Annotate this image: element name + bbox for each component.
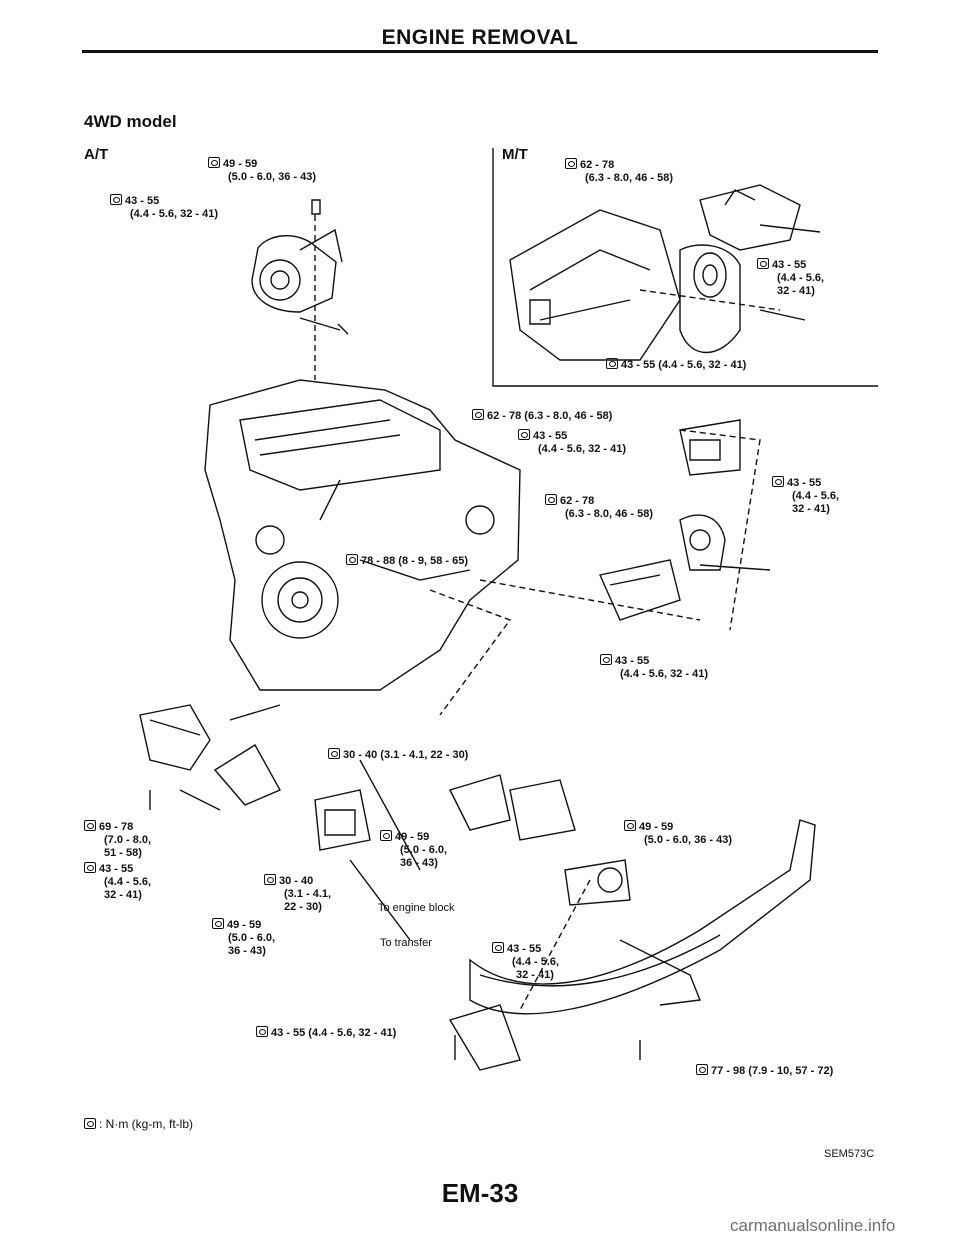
note-to-transfer: To transfer	[380, 937, 432, 949]
title-rule	[82, 50, 878, 53]
torque-wrench-icon	[757, 258, 769, 269]
torque-label-mid-a: 62 - 78 (6.3 - 8.0, 46 - 58)	[472, 409, 612, 423]
torque-wrench-icon	[472, 409, 484, 420]
torque-label-low-f: 43 - 55(4.4 - 5.6,32 - 41)	[492, 942, 559, 982]
torque-wrench-icon	[624, 820, 636, 831]
torque-label-mid-c: 43 - 55(4.4 - 5.6,32 - 41)	[772, 476, 839, 516]
torque-label-low-e: 49 - 59(5.0 - 6.0, 36 - 43)	[624, 820, 732, 847]
torque-label-mt-right: 43 - 55(4.4 - 5.6,32 - 41)	[757, 258, 824, 298]
torque-label-at-upper: 49 - 59(5.0 - 6.0, 36 - 43)	[208, 157, 316, 184]
torque-label-mt-top: 62 - 78(6.3 - 8.0, 46 - 58)	[565, 158, 673, 185]
torque-wrench-icon	[518, 429, 530, 440]
torque-wrench-icon	[600, 654, 612, 665]
torque-label-mid-e: 43 - 55(4.4 - 5.6, 32 - 41)	[600, 654, 708, 681]
torque-label-low-c: 30 - 40(3.1 - 4.1,22 - 30)	[264, 874, 331, 914]
torque-wrench-icon	[208, 157, 220, 168]
page-title: ENGINE REMOVAL	[381, 26, 579, 49]
torque-wrench-icon	[212, 918, 224, 929]
torque-wrench-icon	[380, 830, 392, 841]
torque-wrench-icon	[84, 1118, 96, 1129]
torque-label-low-b: 49 - 59(5.0 - 6.0,36 - 43)	[380, 830, 447, 870]
torque-legend: : N·m (kg-m, ft-lb)	[84, 1118, 193, 1131]
torque-wrench-icon	[772, 476, 784, 487]
torque-wrench-icon	[565, 158, 577, 169]
torque-wrench-icon	[346, 554, 358, 565]
torque-wrench-icon	[696, 1064, 708, 1075]
torque-label-mid-d: 62 - 78(6.3 - 8.0, 46 - 58)	[545, 494, 653, 521]
torque-label-mt-bottom: 43 - 55 (4.4 - 5.6, 32 - 41)	[606, 358, 746, 372]
note-to-engine-block: To engine block	[378, 902, 455, 914]
torque-label-low-d: 49 - 59(5.0 - 6.0,36 - 43)	[212, 918, 275, 958]
torque-label-low-h: 77 - 98 (7.9 - 10, 57 - 72)	[696, 1064, 833, 1078]
model-heading: 4WD model	[84, 112, 177, 131]
torque-wrench-icon	[545, 494, 557, 505]
torque-label-at-left: 43 - 55(4.4 - 5.6, 32 - 41)	[110, 194, 218, 221]
torque-label-mid-b: 43 - 55(4.4 - 5.6, 32 - 41)	[518, 429, 626, 456]
figure-code: SEM573C	[824, 1148, 875, 1160]
torque-wrench-icon	[492, 942, 504, 953]
mt-section-label: M/T	[502, 146, 528, 163]
torque-wrench-icon	[606, 358, 618, 369]
torque-label-left-b: 43 - 55(4.4 - 5.6,32 - 41)	[84, 862, 151, 902]
torque-wrench-icon	[264, 874, 276, 885]
at-section-label: A/T	[84, 146, 109, 163]
torque-wrench-icon	[84, 820, 96, 831]
torque-label-low-g: 43 - 55 (4.4 - 5.6, 32 - 41)	[256, 1026, 396, 1040]
torque-label-low-a: 30 - 40 (3.1 - 4.1, 22 - 30)	[328, 748, 468, 762]
torque-wrench-icon	[110, 194, 122, 205]
torque-label-left-a: 69 - 78(7.0 - 8.0,51 - 58)	[84, 820, 151, 860]
torque-wrench-icon	[84, 862, 96, 873]
torque-wrench-icon	[256, 1026, 268, 1037]
torque-label-engine-bolt: 78 - 88 (8 - 9, 58 - 65)	[346, 554, 468, 568]
torque-wrench-icon	[328, 748, 340, 759]
page-number: EM-33	[441, 1178, 519, 1208]
watermark: carmanualsonline.info	[730, 1216, 896, 1235]
